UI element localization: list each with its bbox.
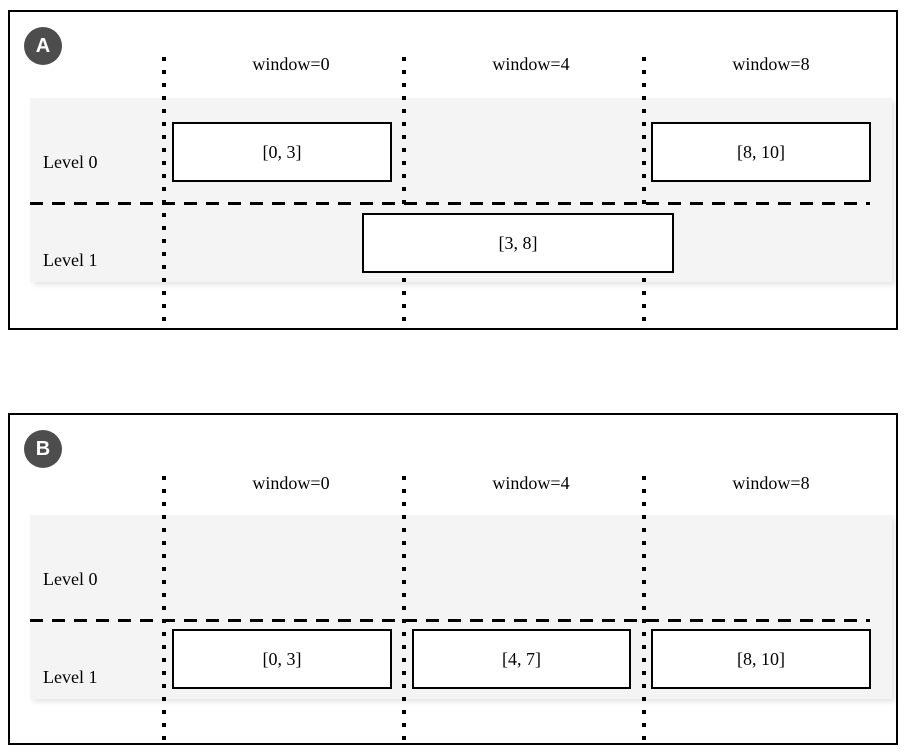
- panel-b-row-label-level-1: Level 1: [43, 667, 98, 687]
- panel-a-row-label-level-0: Level 0: [43, 152, 98, 172]
- panel-a-window-divider-0: [162, 57, 166, 330]
- panel-b-column-header-window-0: window=0: [252, 473, 330, 493]
- panel-b-column-header-window-4: window=4: [492, 473, 570, 493]
- panel-a-column-header-window-8: window=8: [732, 54, 810, 74]
- panel-b-column-header-window-8: window=8: [732, 473, 810, 493]
- panel-b-badge: B: [24, 430, 62, 468]
- panel-a-window-divider-1: [402, 57, 406, 330]
- panel-b-interval-box-0-3[interactable]: [0, 3]: [172, 629, 392, 689]
- panel-b-interval-box-4-7[interactable]: [4, 7]: [412, 629, 631, 689]
- panel-b-window-divider-2: [642, 476, 646, 743]
- panel-a: A window=0 window=4 window=8 Level 0 Lev…: [8, 10, 898, 330]
- panel-a-row-label-level-1: Level 1: [43, 250, 98, 270]
- panel-b-window-divider-0: [162, 476, 166, 743]
- panel-a-badge: A: [24, 27, 62, 65]
- panel-a-badge-label: A: [35, 35, 51, 57]
- panel-b-badge-label: B: [35, 438, 51, 460]
- panel-b-row-label-level-0: Level 0: [43, 569, 98, 589]
- panel-a-interval-box-8-10[interactable]: [8, 10]: [651, 122, 871, 182]
- transition-group: Strict window compaction, window = 4: [0, 340, 906, 745]
- panel-b-window-divider-1: [402, 476, 406, 743]
- panel-a-interval-box-3-8[interactable]: [3, 8]: [362, 213, 674, 273]
- panel-b: B window=0 window=4 window=8 Level 0 Lev…: [8, 413, 898, 745]
- panel-b-level-divider: [30, 619, 870, 622]
- panel-a-level-divider: [30, 202, 870, 205]
- panel-a-window-divider-2: [642, 57, 646, 330]
- panel-a-column-header-window-4: window=4: [492, 54, 570, 74]
- panel-a-column-header-window-0: window=0: [252, 54, 330, 74]
- panel-b-interval-box-8-10[interactable]: [8, 10]: [651, 629, 871, 689]
- panel-a-interval-box-0-3[interactable]: [0, 3]: [172, 122, 392, 182]
